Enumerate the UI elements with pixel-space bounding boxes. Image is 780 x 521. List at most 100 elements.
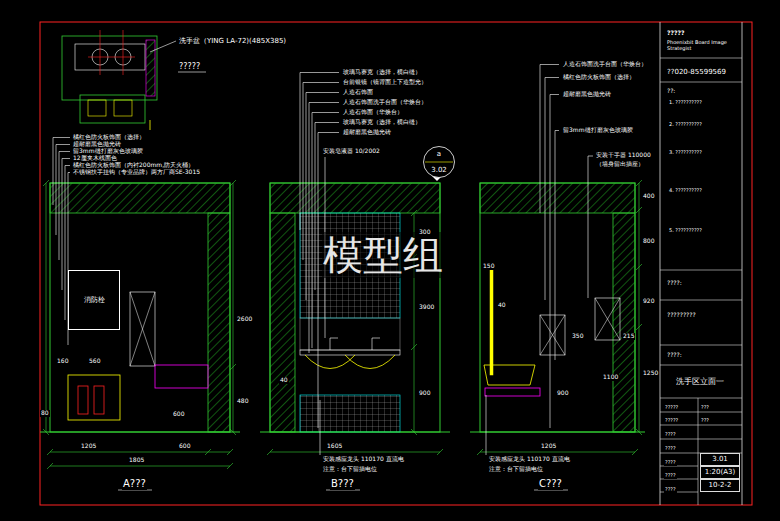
dimension-lines — [267, 210, 443, 455]
dimension: 40 — [279, 377, 289, 384]
annotation: ??020-85599569 — [666, 68, 727, 76]
dimension-lines — [480, 183, 639, 452]
annotation: A??? — [122, 478, 147, 490]
elevation-b — [300, 318, 400, 350]
annotation: 玻璃马赛克（选择，横白缝） — [342, 119, 422, 126]
elevation-b — [305, 355, 395, 369]
elevation-a — [208, 213, 230, 432]
annotation: 5. ?????????? — [668, 228, 703, 234]
leader-lines — [53, 41, 593, 490]
annotation: 橘红色防火板饰面（选择） — [562, 74, 636, 81]
dimension: 350 — [571, 333, 584, 340]
elevation-a — [68, 375, 120, 420]
annotation: 人造石饰面 — [342, 89, 374, 96]
dimension-lines — [46, 183, 233, 466]
elevation-c — [595, 298, 620, 340]
plan-inset — [80, 95, 145, 123]
elevation-a — [40, 183, 240, 432]
plan-inset — [114, 100, 132, 116]
annotation: ??: — [666, 88, 676, 95]
dimension: 900 — [556, 390, 569, 397]
marker-circle — [424, 147, 455, 178]
elevation-a — [40, 432, 240, 433]
watermark: 模型组 — [322, 232, 444, 278]
elevation-c — [480, 183, 635, 432]
dimension: 40 — [497, 302, 507, 309]
dimension-lines — [43, 180, 642, 469]
annotation: 12厘夹木线面色 — [72, 155, 118, 162]
dimension: 1205 — [540, 443, 557, 450]
annotation: ????? — [666, 30, 685, 37]
dimension: 1100 — [602, 374, 619, 381]
node-text: a — [437, 150, 441, 158]
elevation-b — [260, 432, 450, 433]
node-text: 10-2-2 — [709, 481, 732, 489]
annotation: ???? — [664, 487, 677, 493]
annotation: ??? — [700, 418, 710, 424]
annotation: 台前银镜（镜背面上下造型光） — [342, 79, 428, 86]
plan-inset — [88, 30, 135, 75]
annotation: 超耐磨黑色抛光砖 — [562, 91, 612, 98]
dimension: 480 — [236, 398, 249, 405]
drawing-number: 3.01 — [700, 453, 740, 466]
annotation: C??? — [538, 478, 563, 490]
leader-lines — [588, 156, 593, 298]
elevation-b — [260, 183, 450, 432]
dimension: 1205 — [80, 443, 97, 450]
plan-inset — [62, 36, 157, 100]
dimension: 3900 — [418, 304, 435, 311]
dimension: 600 — [172, 411, 185, 418]
dimension: 160 — [56, 358, 69, 365]
annotation: 橘红色防火板饰面（内衬200mm,防天火桶） — [72, 162, 195, 169]
annotation: 人造石饰面（华焕台） — [342, 109, 404, 116]
node-text: 洗手区立面一 — [676, 377, 724, 387]
annotation: ????? — [664, 405, 679, 411]
elevation-a — [94, 386, 104, 414]
leader-lines — [118, 490, 568, 491]
elevation-b — [330, 338, 380, 350]
plan-inset — [146, 40, 155, 96]
annotation: 洗手盆（YING LA-72)(485X385) — [178, 37, 287, 45]
annotation: ??? — [700, 405, 710, 411]
elevation-b — [270, 213, 295, 432]
annotation: ???? — [664, 432, 677, 438]
node-text: 消防栓 — [84, 296, 105, 304]
dimension: 900 — [418, 390, 431, 397]
annotation: （墙身留出插座） — [595, 161, 645, 168]
sheet-frame — [660, 22, 661, 505]
elevation-c — [540, 315, 565, 355]
annotation: 安装干手器 110000 — [595, 152, 652, 159]
leader-lines — [320, 395, 486, 455]
sheet-frame — [742, 22, 743, 505]
annotation: 注意：台下留插电位 — [322, 466, 378, 473]
dimension: 300 — [418, 229, 431, 236]
sheet-frame — [40, 22, 752, 505]
annotation: ????? — [178, 62, 201, 71]
elevation-a — [155, 365, 208, 388]
elevation-b — [270, 183, 440, 213]
leader-lines — [150, 41, 176, 52]
leader-lines — [540, 65, 559, 429]
annotation: 4. ?????????? — [668, 188, 703, 194]
elevation-c — [470, 432, 645, 433]
annotation: 2. ?????????? — [668, 122, 703, 128]
elevation-b — [270, 183, 440, 432]
annotation: ????? — [664, 418, 679, 424]
annotation: 安装感应龙头 110170 直流电 — [322, 456, 405, 463]
elevation-a — [78, 386, 88, 414]
dimension: 2600 — [236, 316, 253, 323]
annotation: 人造石饰面洗手台面（华焕台） — [342, 99, 428, 106]
sheet-number: 10-2-2 — [700, 479, 740, 492]
elevation-b — [300, 350, 400, 355]
elevation-a — [130, 292, 155, 366]
node-text: 3.01 — [712, 455, 728, 463]
elevation-a — [130, 292, 155, 366]
annotation: 不锈钢扶手挂钩（专业品牌）两方厂商SE-3015 — [72, 169, 201, 176]
elevation-c — [490, 265, 493, 375]
annotation: 注意：台下留插电位 — [488, 466, 544, 473]
sheet-frame — [40, 22, 752, 505]
annotation: 3. ?????????? — [668, 150, 703, 156]
fire-hydrant-box: 消防栓 — [68, 270, 120, 330]
annotation: 人造石饰面洗手台面（华焕台） — [562, 61, 648, 68]
dimension: 920 — [642, 298, 655, 305]
